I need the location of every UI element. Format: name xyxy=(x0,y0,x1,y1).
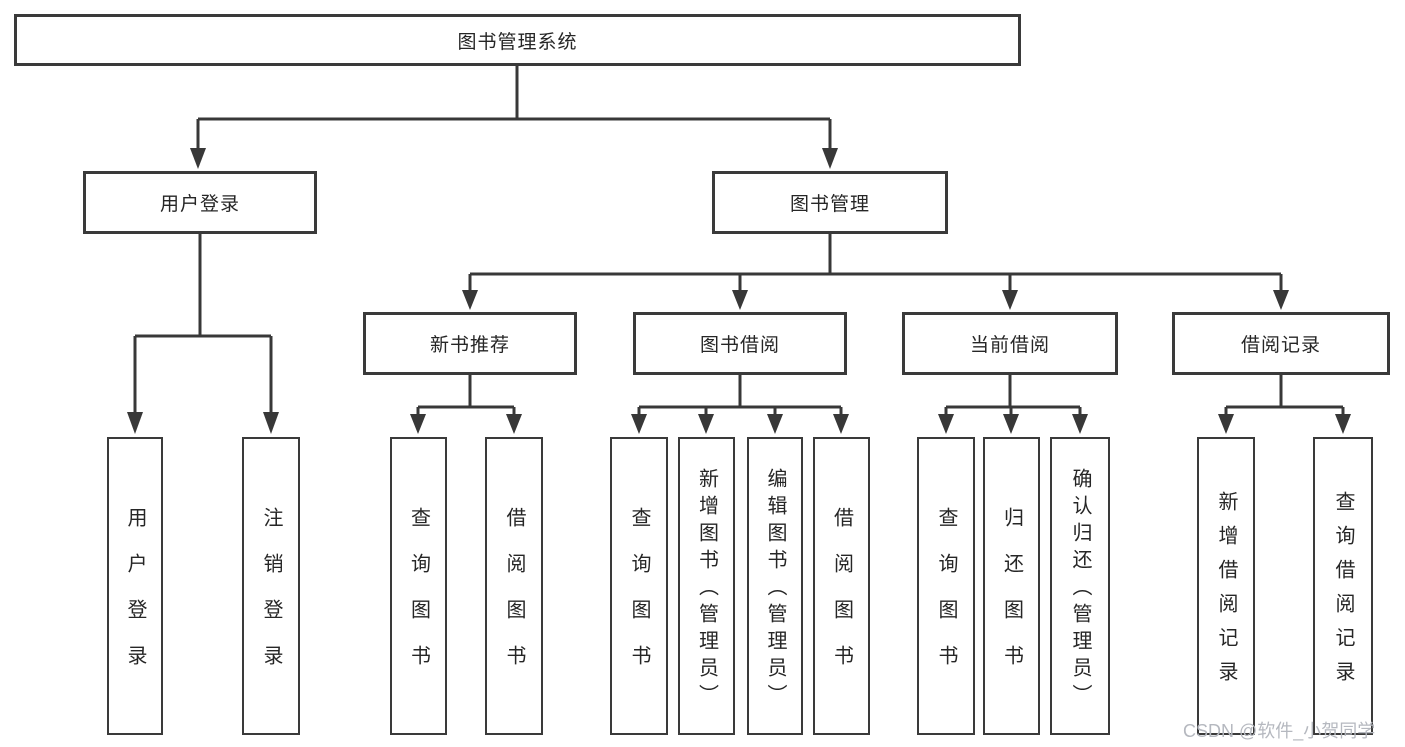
leaf-query-borrow-record: 查询借阅记录 xyxy=(1313,437,1373,735)
node-current-borrowing-label: 当前借阅 xyxy=(969,335,1050,356)
leaf-user-login: 用户登录 xyxy=(107,437,163,735)
leaf-borrow-books-recommend: 借阅图书 xyxy=(485,437,543,735)
watermark: CSDN @软件_小贺同学 xyxy=(1183,721,1376,741)
leaf-logout-label: 注销登录 xyxy=(260,507,282,691)
leaf-borrow-books-borrowing-label: 借阅图书 xyxy=(830,507,853,691)
leaf-query-books-current: 查询图书 xyxy=(917,437,975,735)
leaf-return-books: 归还图书 xyxy=(983,437,1040,735)
leaf-return-books-label: 归还图书 xyxy=(1000,507,1023,691)
leaf-borrow-books-borrowing: 借阅图书 xyxy=(813,437,870,735)
leaf-query-books-recommend: 查询图书 xyxy=(390,437,447,735)
leaf-logout: 注销登录 xyxy=(242,437,300,735)
leaf-edit-book-admin-label: 编辑图书（管理员） xyxy=(764,468,786,711)
leaf-query-books-borrowing: 查询图书 xyxy=(610,437,668,735)
leaf-add-book-admin-label: 新增图书（管理员） xyxy=(695,468,718,711)
leaf-confirm-return-admin: 确认归还（管理员） xyxy=(1050,437,1110,735)
node-current-borrowing: 当前借阅 xyxy=(902,312,1118,375)
node-borrowing-records: 借阅记录 xyxy=(1172,312,1390,375)
node-book-borrowing-label: 图书借阅 xyxy=(699,335,780,356)
node-book-borrowing: 图书借阅 xyxy=(633,312,847,375)
node-user-login: 用户登录 xyxy=(83,171,317,234)
leaf-edit-book-admin: 编辑图书（管理员） xyxy=(747,437,803,735)
leaf-add-book-admin: 新增图书（管理员） xyxy=(678,437,735,735)
node-new-book-recommend-label: 新书推荐 xyxy=(429,335,510,356)
node-root-system: 图书管理系统 xyxy=(14,14,1021,66)
leaf-query-borrow-record-label: 查询借阅记录 xyxy=(1332,491,1354,695)
node-user-login-label: 用户登录 xyxy=(159,194,240,215)
leaf-borrow-books-recommend-label: 借阅图书 xyxy=(503,507,525,691)
node-book-management: 图书管理 xyxy=(712,171,948,234)
node-book-management-label: 图书管理 xyxy=(789,194,870,215)
leaf-query-books-recommend-label: 查询图书 xyxy=(407,507,430,691)
leaf-confirm-return-admin-label: 确认归还（管理员） xyxy=(1069,468,1091,711)
leaf-query-books-current-label: 查询图书 xyxy=(935,507,957,691)
leaf-user-login-label: 用户登录 xyxy=(124,507,146,691)
leaf-query-books-borrowing-label: 查询图书 xyxy=(628,507,650,691)
node-new-book-recommend: 新书推荐 xyxy=(363,312,577,375)
node-borrowing-records-label: 借阅记录 xyxy=(1240,335,1321,356)
node-root-system-label: 图书管理系统 xyxy=(457,31,578,53)
leaf-add-borrow-record: 新增借阅记录 xyxy=(1197,437,1255,735)
leaf-add-borrow-record-label: 新增借阅记录 xyxy=(1215,491,1237,695)
